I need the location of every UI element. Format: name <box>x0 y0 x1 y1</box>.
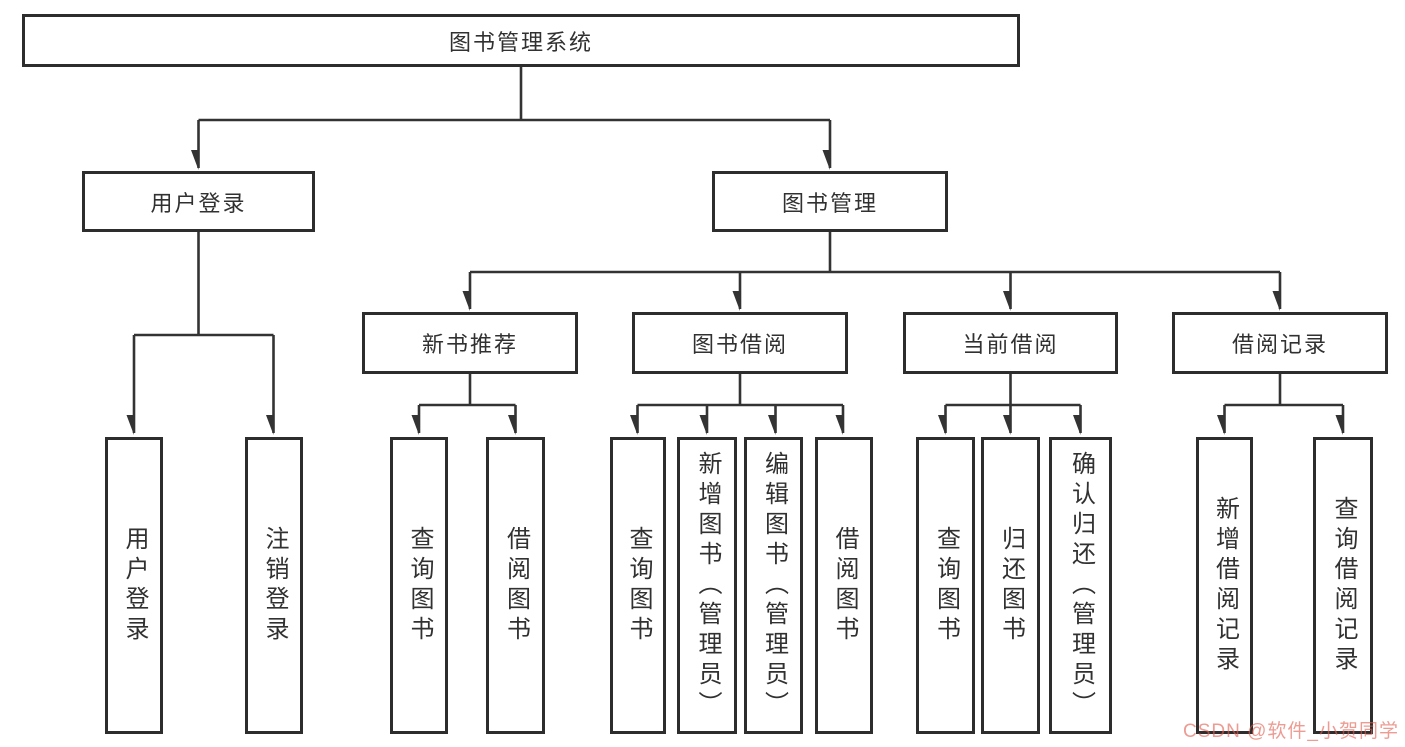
node-user-login: 用户登录 <box>82 171 315 232</box>
leaf-confirm-return-admin: 确认归还（管理员） <box>1049 437 1112 734</box>
leaf-query-book-borrow: 查询图书 <box>610 437 666 734</box>
leaf-logout: 注销登录 <box>245 437 303 734</box>
leaf-return-book: 归还图书 <box>981 437 1040 734</box>
node-borrow-records: 借阅记录 <box>1172 312 1388 374</box>
leaf-edit-book-admin: 编辑图书（管理员） <box>744 437 803 734</box>
leaf-query-book-current: 查询图书 <box>916 437 975 734</box>
leaf-query-borrow-record: 查询借阅记录 <box>1313 437 1373 734</box>
leaf-add-book-admin: 新增图书（管理员） <box>677 437 737 734</box>
leaf-user-login: 用户登录 <box>105 437 163 734</box>
node-new-book-recommend: 新书推荐 <box>362 312 578 374</box>
leaf-query-book-recommend: 查询图书 <box>390 437 448 734</box>
csdn-watermark: CSDN @软件_小贺同学 <box>1183 721 1399 742</box>
leaf-borrow-book-recommend: 借阅图书 <box>486 437 545 734</box>
leaf-borrow-book: 借阅图书 <box>815 437 873 734</box>
node-book-borrow: 图书借阅 <box>632 312 848 374</box>
node-current-borrow: 当前借阅 <box>903 312 1118 374</box>
node-root: 图书管理系统 <box>22 14 1020 67</box>
leaf-add-borrow-record: 新增借阅记录 <box>1196 437 1253 734</box>
node-book-management: 图书管理 <box>712 171 948 232</box>
